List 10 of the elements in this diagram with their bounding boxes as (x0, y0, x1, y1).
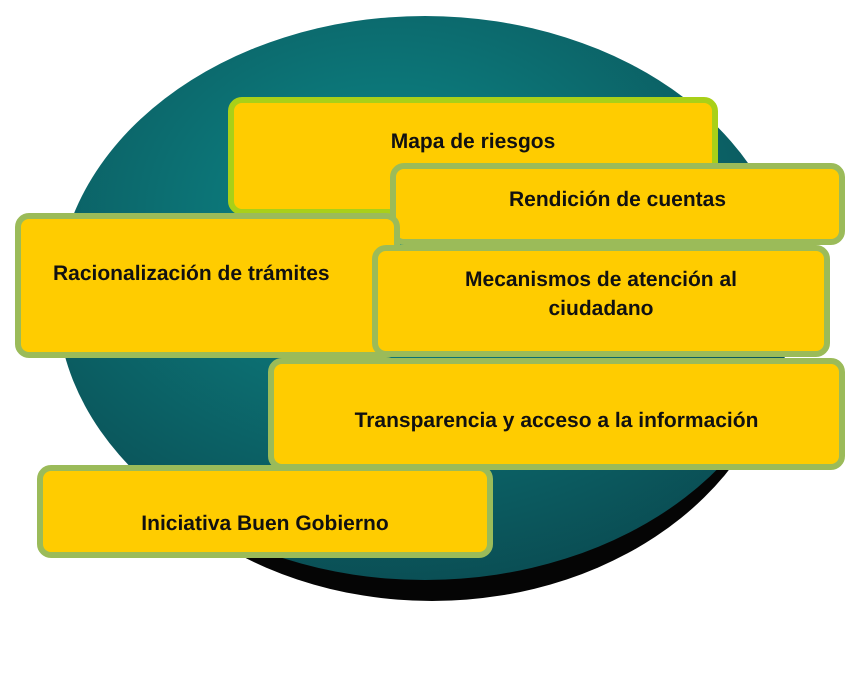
box-label: Racionalización de trámites (53, 261, 330, 287)
box-label: Rendición de cuentas (508, 187, 726, 213)
box-label: Transparencia y acceso a la información (354, 408, 758, 434)
box-label: Mecanismos de atención al ciudadano (464, 267, 738, 322)
rounded-box (15, 213, 400, 358)
rounded-box (372, 245, 830, 357)
rounded-box (37, 465, 493, 558)
box-label: Iniciativa Buen Gobierno (141, 511, 389, 537)
rounded-box (268, 358, 845, 470)
rounded-box (390, 163, 845, 245)
